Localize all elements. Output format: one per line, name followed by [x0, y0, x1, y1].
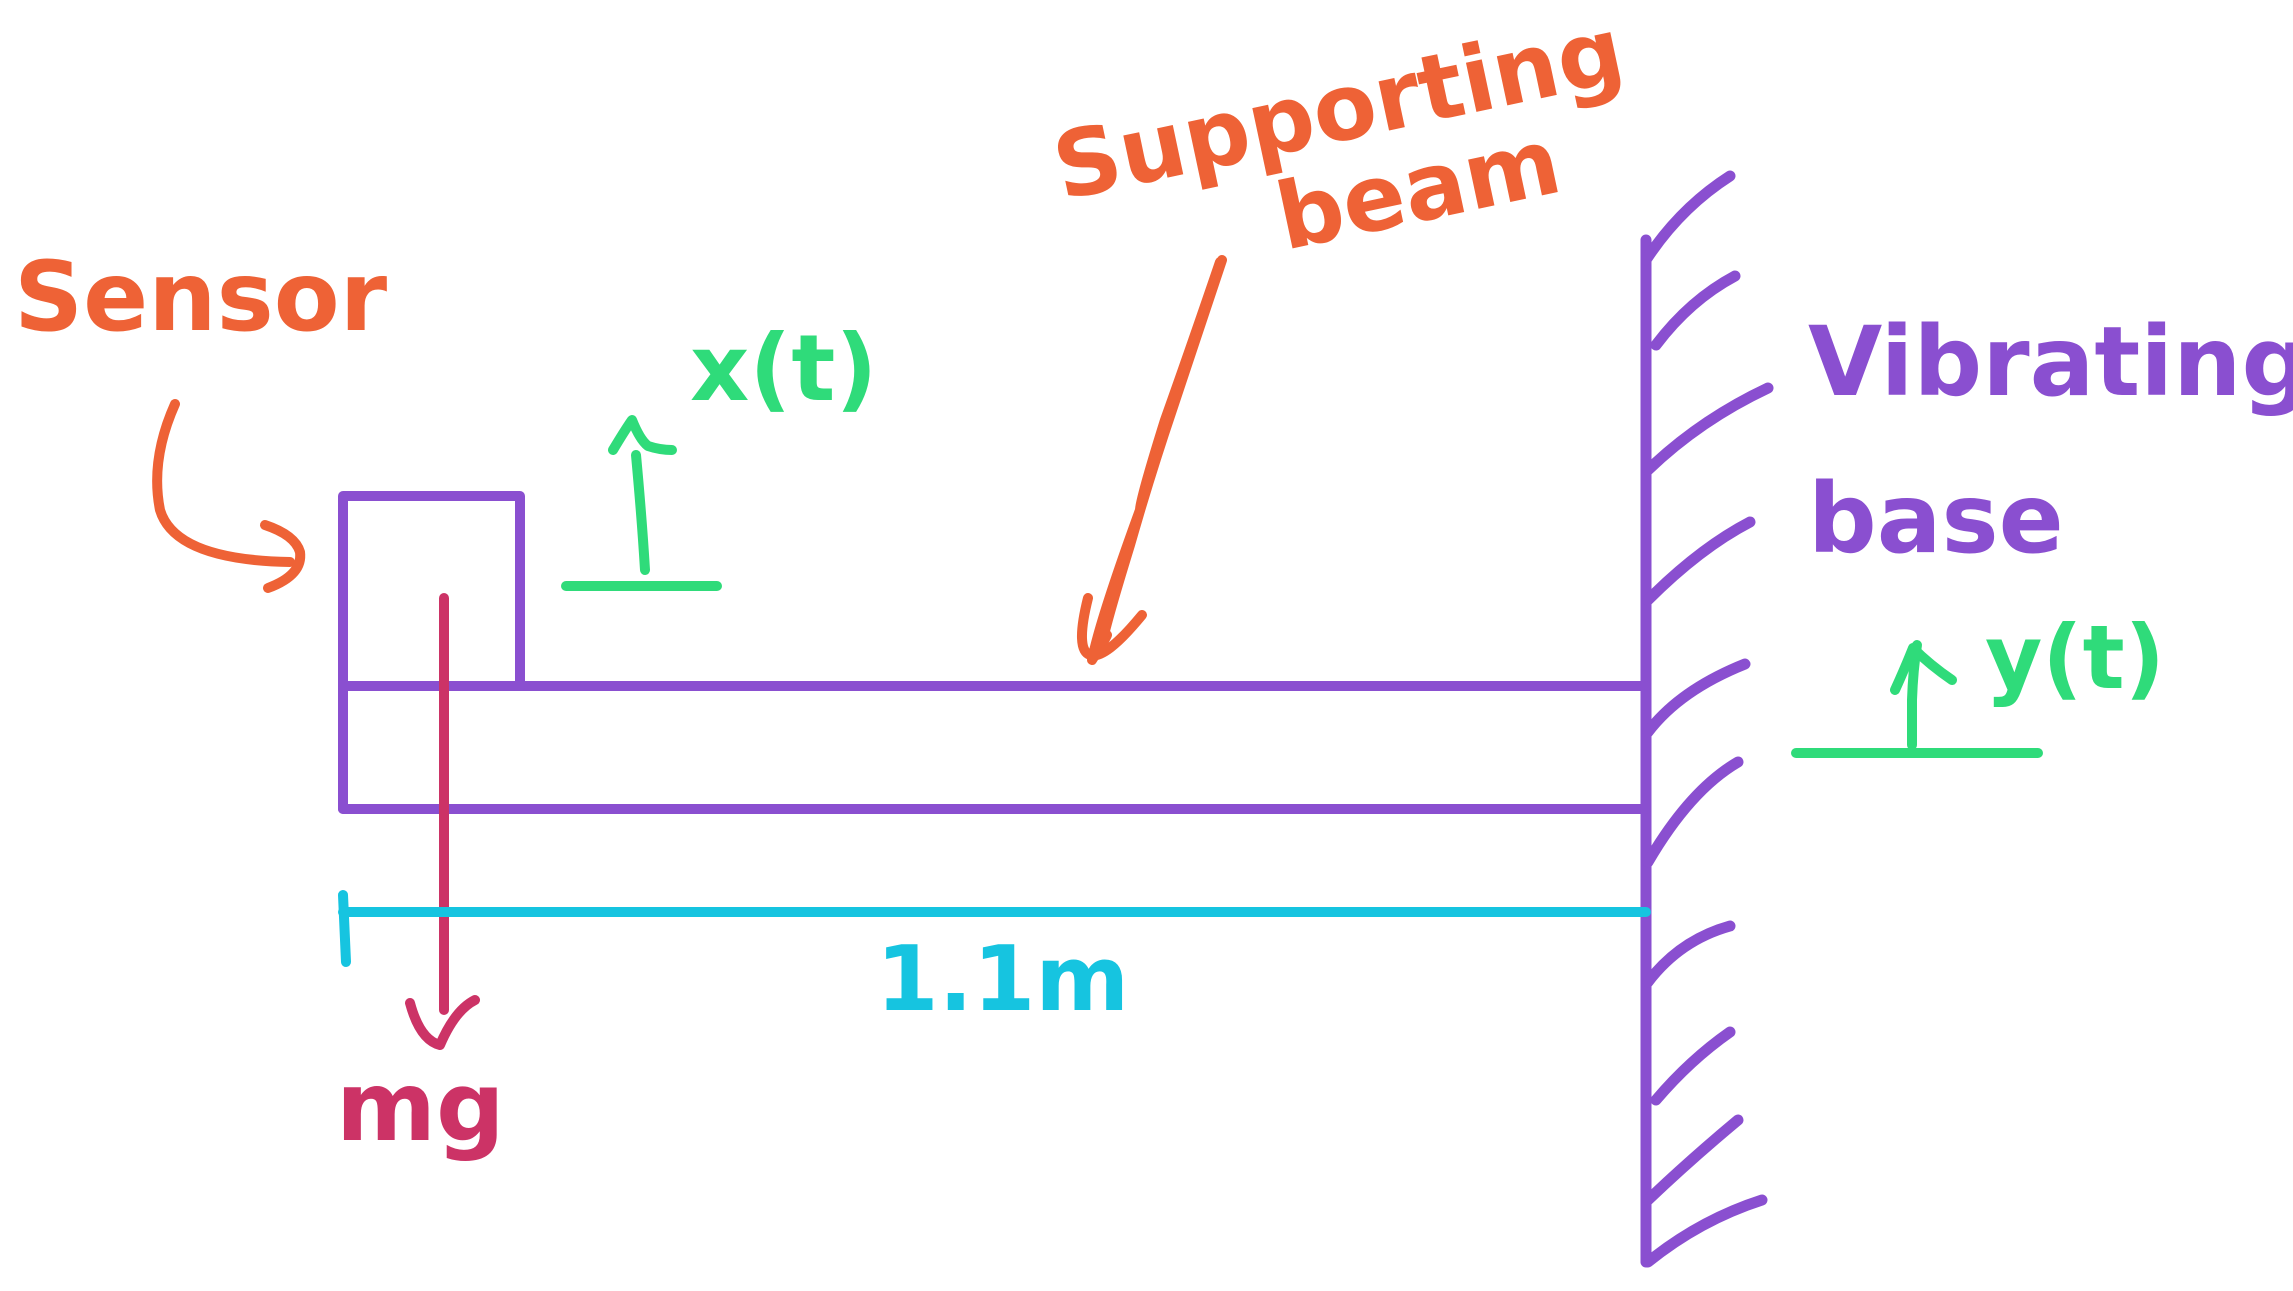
wall-hatch [1650, 270, 1741, 351]
label-length: 1.1m [876, 927, 1129, 1032]
sensor-pointer-head [260, 520, 306, 593]
length-dimension [338, 890, 1651, 967]
x-arrowhead [608, 415, 677, 455]
wall-hatch [1642, 516, 1756, 606]
wall-hatch [1642, 756, 1744, 868]
label-x-of-t: x(t) [690, 315, 877, 422]
wall-hatch [1640, 170, 1736, 266]
label-base: base [1808, 463, 2064, 575]
label-weight: mg [336, 1051, 505, 1163]
wall-hatch [1650, 1026, 1736, 1106]
sensor-pointer-arrow [152, 399, 306, 593]
x-displacement-indicator [561, 415, 722, 591]
label-y-of-t: y(t) [1985, 606, 2165, 709]
label-vibrating: Vibrating [1808, 306, 2293, 418]
sensor-box [338, 491, 525, 691]
y-displacement-indicator [1791, 640, 2043, 758]
wall-hatch [1642, 1194, 1768, 1268]
y-arrowhead [1890, 643, 1957, 695]
force-arrowhead [405, 995, 480, 1050]
wall-hatch [1642, 1114, 1744, 1206]
beam-pointer-head [1076, 593, 1147, 661]
vibrating-base-wall [1640, 170, 1774, 1268]
wall-hatch [1642, 382, 1774, 476]
beam-pointer-arrow [1076, 255, 1227, 665]
x-arrow-shaft [631, 450, 650, 575]
beam-pointer-shaft-main [1099, 255, 1227, 640]
label-sensor: Sensor [14, 241, 388, 353]
weight-force-arrow [405, 593, 480, 1050]
wall-hatch [1642, 920, 1736, 988]
wall-hatch [1642, 658, 1751, 738]
dimension-tick [338, 890, 351, 967]
sensor-pointer-shaft [152, 399, 295, 567]
supporting-beam [338, 681, 1651, 814]
